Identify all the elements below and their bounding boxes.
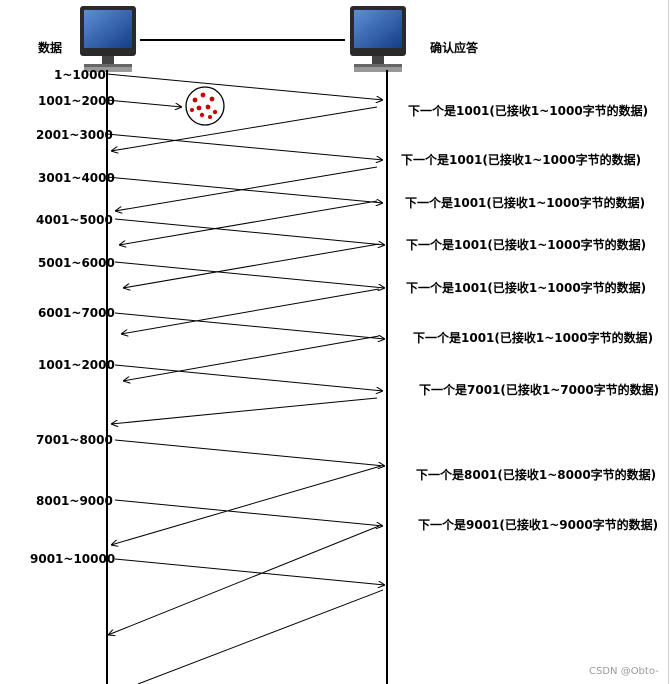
ack-arrow-partial: [137, 589, 384, 684]
retransmit-arrow: [114, 364, 383, 391]
ack-arrow: [115, 166, 378, 211]
segment-label: 2001~3000: [36, 128, 113, 142]
segment-label: 1001~2000: [38, 94, 115, 108]
ack-arrow: [111, 397, 378, 424]
ack-arrow: [108, 525, 380, 635]
ack-label: 下一个是1001(已接收1~1000字节的数据): [408, 103, 648, 118]
data-arrow: [106, 176, 383, 203]
ack-label: 下一个是1001(已接收1~1000字节的数据): [406, 280, 646, 295]
watermark: CSDN @Obto-: [589, 666, 659, 677]
data-arrow: [106, 133, 383, 160]
data-arrow: [114, 218, 385, 245]
ack-label: 下一个是1001(已接收1~1000字节的数据): [401, 152, 641, 167]
segment-label: 8001~9000: [36, 494, 113, 508]
ack-arrow: [111, 465, 382, 545]
right-border: [668, 0, 669, 684]
ack-arrow: [121, 288, 380, 334]
ack-label: 下一个是9001(已接收1~9000字节的数据): [418, 517, 658, 532]
segment-label: 3001~4000: [38, 171, 115, 185]
ack-label: 下一个是7001(已接收1~7000字节的数据): [419, 382, 659, 397]
data-arrow: [114, 499, 383, 526]
lost-data-arrow: [106, 99, 182, 107]
ack-arrow: [119, 200, 378, 245]
ack-label: 下一个是8001(已接收1~8000字节的数据): [416, 467, 656, 482]
ack-arrow: [111, 106, 378, 151]
ack-label: 下一个是1001(已接收1~1000字节的数据): [413, 330, 653, 345]
segment-label: 4001~5000: [36, 213, 113, 227]
data-arrow: [114, 439, 385, 466]
segment-label: 5001~6000: [38, 256, 115, 270]
segment-label: 7001~8000: [36, 433, 113, 447]
ack-arrow: [123, 335, 380, 381]
receiver-label: 确认应答: [430, 40, 479, 55]
sender-label: 数据: [38, 40, 62, 55]
ack-arrow: [123, 243, 380, 288]
ack-label: 下一个是1001(已接收1~1000字节的数据): [406, 237, 646, 252]
packet-loss-icon: [185, 86, 225, 126]
sender-computer-icon: [80, 6, 136, 72]
ack-label: 下一个是1001(已接收1~1000字节的数据): [405, 195, 645, 210]
data-arrow: [106, 73, 383, 100]
segment-label: 6001~7000: [38, 306, 115, 320]
receiver-computer-icon: [350, 6, 406, 72]
data-arrow: [114, 312, 385, 339]
data-arrow: [114, 261, 385, 288]
segment-label: 1001~2000: [38, 358, 115, 372]
segment-label: 9001~10000: [30, 552, 115, 566]
segment-label: 1~1000: [54, 68, 106, 82]
data-arrow: [114, 558, 385, 585]
